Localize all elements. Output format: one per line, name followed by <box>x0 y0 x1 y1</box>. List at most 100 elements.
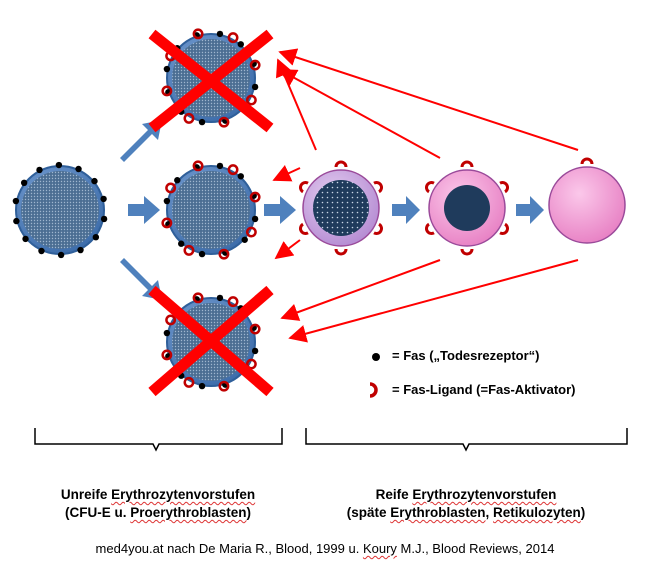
cell-reticulocyte <box>548 157 626 244</box>
fas-ligand <box>218 248 230 260</box>
fas-ligand <box>460 248 474 256</box>
fas-ligand <box>161 85 173 97</box>
fas-ligand <box>227 296 239 308</box>
fas-ligand <box>249 323 261 335</box>
fas-receptor <box>237 173 244 180</box>
ligand-arrows <box>272 48 579 343</box>
arrow-down-right <box>120 258 162 300</box>
fas-receptor <box>92 233 100 241</box>
fas-receptor <box>100 195 107 203</box>
legend-fas-label: = Fas („Todesrezeptor“) <box>392 348 540 363</box>
fas-receptor <box>20 179 28 187</box>
fas-ligand <box>183 112 195 124</box>
fas-ligand <box>165 182 177 194</box>
fas-ligand <box>218 380 230 392</box>
group-label-mature: Reife Erythrozytenvorstufen (späte Eryth… <box>346 487 586 520</box>
group-label-immature: Unreife Erythrozytenvorstufen (CFU-E u. … <box>60 487 256 520</box>
red-arrow-4 <box>278 69 441 159</box>
arrow-right-2 <box>264 196 296 224</box>
red-arrow-6 <box>280 259 441 321</box>
fas-receptor <box>55 161 63 169</box>
fas-ligand <box>165 314 177 326</box>
fas-ligand <box>373 181 383 194</box>
arrow-up-right <box>120 120 162 162</box>
fas-ligand <box>245 94 257 106</box>
fas-ligand <box>161 349 173 361</box>
fas-receptor <box>77 246 84 254</box>
fas-receptor <box>100 215 108 223</box>
fas-ligand <box>499 181 509 194</box>
red-arrow-3 <box>274 239 301 260</box>
fas-ligand <box>460 160 474 168</box>
fas-receptor <box>241 236 248 243</box>
fas-ligand <box>334 160 348 168</box>
cell-progenitor-middle <box>161 160 261 260</box>
fas-ligand <box>425 181 435 194</box>
fas-receptor <box>216 294 224 302</box>
fas-receptor <box>38 247 45 255</box>
fas-ligand <box>249 59 261 71</box>
cell-late-erythroblast <box>299 160 383 256</box>
fas-ligand <box>373 222 383 235</box>
fas-receptor <box>174 177 181 184</box>
citation: med4you.at nach De Maria R., Blood, 1999… <box>95 541 555 556</box>
fas-receptor <box>36 166 43 174</box>
fas-ligand <box>183 244 195 256</box>
fas-ligand <box>425 222 435 235</box>
fas-receptor <box>216 162 224 170</box>
arrow-right-3 <box>392 196 420 224</box>
fas-receptor <box>91 177 98 185</box>
red-arrow-5 <box>278 48 579 151</box>
fas-receptor <box>237 41 244 48</box>
fas-ligand <box>245 358 257 370</box>
fas-receptor <box>178 240 185 247</box>
fas-ligand <box>227 164 239 176</box>
fas-ligand <box>334 248 348 256</box>
cross-top <box>148 29 274 133</box>
cell-progenitor-left <box>12 161 108 259</box>
fas-receptor <box>75 165 82 173</box>
fas-ligand <box>299 181 309 194</box>
cell-orthochromatic <box>425 160 509 256</box>
fas-receptor <box>12 197 20 205</box>
legend-ligand-symbol <box>369 382 378 398</box>
red-arrow-7 <box>288 259 579 343</box>
cross-bottom <box>148 285 274 397</box>
fas-receptor <box>251 347 259 355</box>
death-crosses <box>148 29 274 397</box>
fas-receptor <box>22 235 29 243</box>
fas-receptor <box>163 65 171 73</box>
legend-fas-dot <box>372 353 380 361</box>
red-arrow-2 <box>276 58 317 151</box>
fas-ligand <box>227 32 239 44</box>
legend-fas-ligand-label: = Fas-Ligand (=Fas-Aktivator) <box>392 382 576 397</box>
fas-ligand <box>192 292 204 304</box>
fas-ligand <box>299 222 309 235</box>
fas-ligand <box>192 160 204 172</box>
fas-receptor <box>163 197 171 205</box>
fas-receptor <box>198 118 206 126</box>
fas-ligand <box>245 226 257 238</box>
fas-ligand <box>499 222 509 235</box>
fas-receptor <box>198 382 206 390</box>
arrow-right-1 <box>128 196 160 224</box>
fas-receptor <box>163 329 171 337</box>
arrow-right-4 <box>516 196 544 224</box>
braces <box>34 428 628 452</box>
fas-receptor <box>13 217 20 225</box>
fas-ligand <box>580 157 594 165</box>
fas-receptor <box>198 250 206 258</box>
fas-receptor <box>216 30 224 38</box>
brace-immature <box>34 428 283 452</box>
fas-receptor <box>251 215 259 223</box>
fas-ligand <box>161 217 173 229</box>
fas-ligand <box>192 28 204 40</box>
fas-ligand <box>249 191 261 203</box>
fas-receptor <box>251 83 259 91</box>
fas-ligand <box>183 376 195 388</box>
fas-ligand <box>218 116 230 128</box>
brace-mature <box>305 428 628 452</box>
red-arrow-1 <box>272 165 301 182</box>
fas-receptor <box>57 251 65 259</box>
